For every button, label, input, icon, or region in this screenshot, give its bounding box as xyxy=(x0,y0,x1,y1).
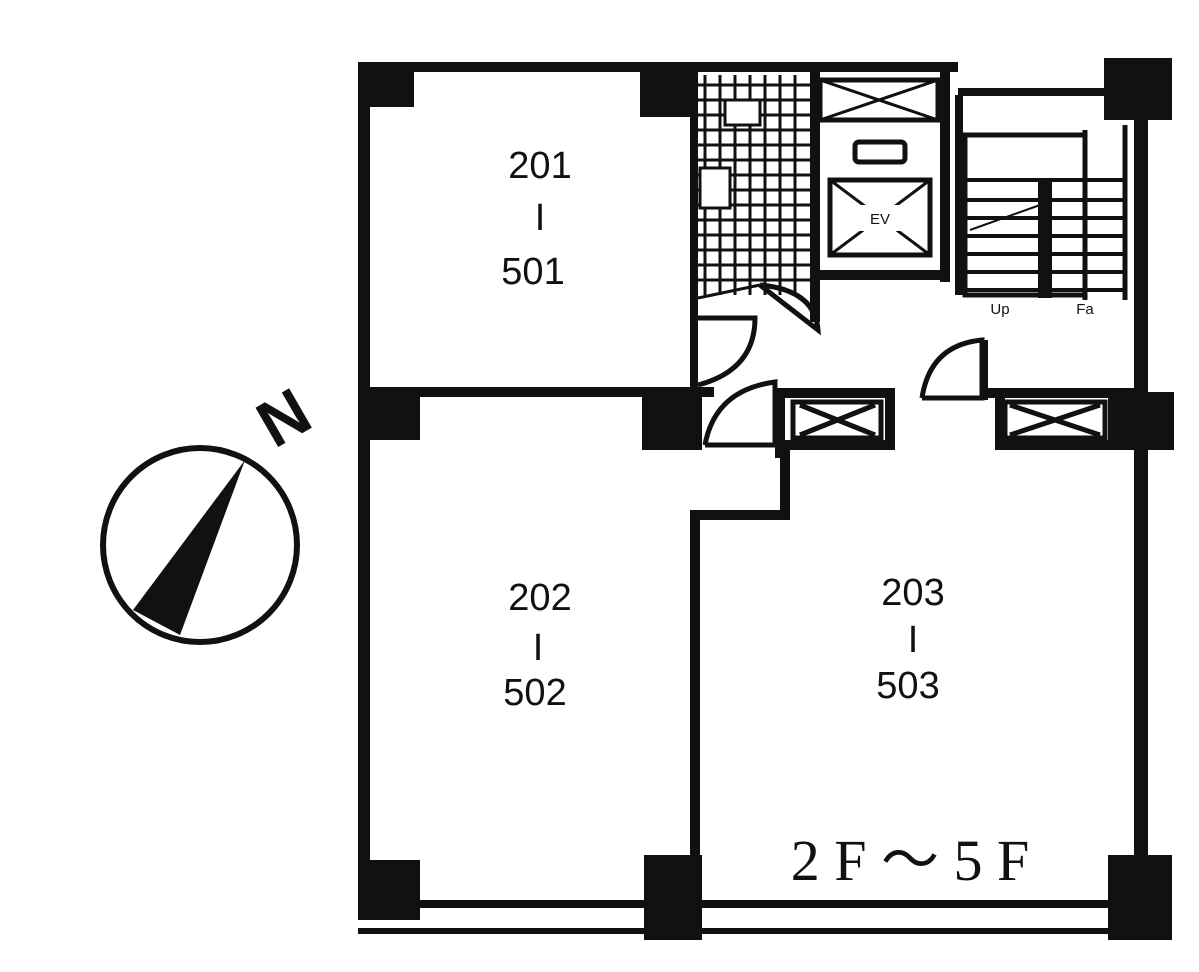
bathroom-tiles xyxy=(697,75,810,300)
unit-top-number: 202 xyxy=(508,577,571,619)
staircase xyxy=(962,125,1128,300)
outer-walls xyxy=(358,62,1148,934)
unit-separator: I xyxy=(535,197,546,239)
doors xyxy=(697,282,985,448)
unit-separator: I xyxy=(908,619,919,661)
unit-bottom-number: 503 xyxy=(876,665,939,707)
unit-bottom-number: 502 xyxy=(503,672,566,714)
unit-top-number: 203 xyxy=(881,572,944,614)
elevator-label-bg xyxy=(853,205,907,231)
unit-separator: I xyxy=(533,627,544,669)
unit-top-number: 201 xyxy=(508,145,571,187)
meter-box-right xyxy=(1002,399,1108,441)
meter-box-left xyxy=(790,399,884,441)
compass-needle-icon xyxy=(133,460,245,635)
compass-ring xyxy=(100,445,300,645)
compass-north-label: N xyxy=(244,373,322,461)
floor-range-label: 2 F ～ 5 F xyxy=(791,828,1030,893)
structural-columns xyxy=(358,58,1174,940)
unit-203-503-label: 203 I 503 xyxy=(876,572,944,707)
unit-202-502-label: 202 I 502 xyxy=(503,577,571,714)
compass: N xyxy=(100,373,323,645)
elevator-label: EV xyxy=(870,211,890,228)
stair-up-label: Up xyxy=(990,301,1009,318)
stair-floor-label: Fa xyxy=(1076,301,1094,318)
unit-201-501-label: 201 I 501 xyxy=(501,145,571,293)
interior-walls xyxy=(358,62,1135,905)
unit-bottom-number: 501 xyxy=(501,251,564,293)
